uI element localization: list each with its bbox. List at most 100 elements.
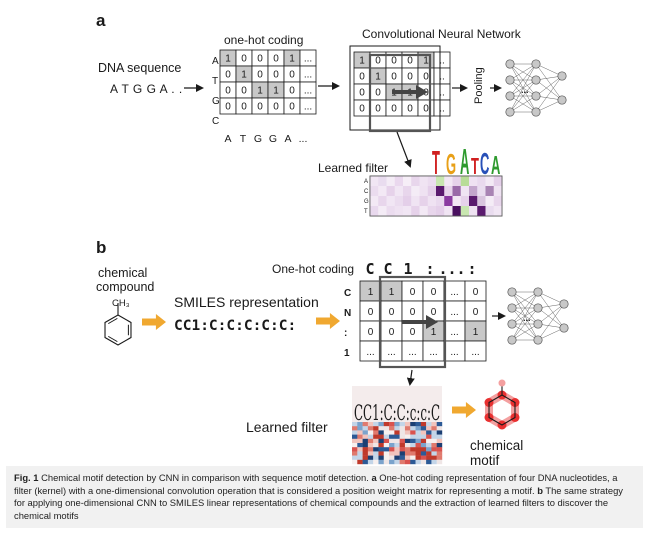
pwm-heatmap-cell <box>427 176 437 186</box>
pwm-heatmap-cell <box>469 206 478 216</box>
sequence-logo-letter: G <box>446 148 456 180</box>
motif-methyl-highlight <box>498 379 506 387</box>
panel-a-label: a <box>96 11 106 30</box>
pwm-heatmap-cell <box>485 176 494 186</box>
motif-ring <box>488 394 516 426</box>
onehot-b-cell-value: 0 <box>389 327 395 338</box>
pwm-heatmap-cell <box>452 206 461 216</box>
smiles-filter-heatmap-cell <box>404 426 411 431</box>
smiles-filter-heatmap-cell <box>378 451 384 456</box>
smiles-filter-heatmap-cell <box>352 422 358 427</box>
smiles-filter-heatmap-cell <box>426 434 432 439</box>
sequence-logo-letter: A <box>491 153 501 181</box>
smiles-filter-heatmap-cell <box>410 426 416 431</box>
smiles-filter-heatmap-cell <box>404 430 411 435</box>
smiles-filter-heatmap-cell <box>415 459 422 465</box>
smiles-filter-heatmap-cell <box>420 455 427 460</box>
onehot-b-cell-value: 0 <box>368 307 374 318</box>
cnn-grid-cell-value: 0 <box>391 56 397 67</box>
onehot-a-cell-value: 0 <box>257 102 263 113</box>
smiles-filter-heatmap-cell <box>415 451 422 456</box>
network-b-edge <box>537 291 565 305</box>
toluene-double-bond <box>108 335 118 343</box>
pwm-heatmap-cell <box>477 176 486 186</box>
smiles-filter-heatmap-cell <box>357 455 363 460</box>
pwm-heatmap-cell <box>436 196 445 206</box>
smiles-filter-heatmap-cell <box>399 430 406 435</box>
caption-fig-label: Fig. 1 <box>14 472 39 483</box>
network-b-edge <box>537 303 565 341</box>
smiles-filter-heatmap-cell <box>426 451 432 456</box>
smiles-filter-heatmap-cell <box>389 443 395 448</box>
cnn-grid-cell-value: 0 <box>375 104 381 115</box>
cnn-grid-cell-value: 0 <box>375 88 381 99</box>
onehot-a-cell-value: 0 <box>241 102 247 113</box>
arrow-to-learned-filter <box>396 131 412 168</box>
smiles-filter-heatmap-cell <box>373 451 379 456</box>
network-b-node <box>507 319 517 329</box>
smiles-filter-heatmap-cell <box>352 455 358 460</box>
smiles-filter-heatmap-cell <box>362 459 369 465</box>
onehot-a-cell-value: 0 <box>257 70 263 81</box>
pwm-heatmap-cell <box>452 196 461 206</box>
onehot-b-cell-value: ... <box>450 287 458 298</box>
pwm-heatmap-cell <box>411 186 420 196</box>
smiles-filter-heatmap-cell <box>378 426 384 431</box>
pwm-heatmap-cell <box>370 186 379 196</box>
network-b-edge <box>511 323 539 341</box>
network-a-edge <box>535 75 563 97</box>
pwm-heatmap-cell <box>493 186 503 196</box>
network-a-edge <box>535 63 563 77</box>
onehot-b-cell-value: 1 <box>473 327 479 338</box>
network-a-edge <box>509 95 537 113</box>
figure-caption: Fig. 1 Chemical motif detection by CNN i… <box>6 466 643 528</box>
onehot-a-cell-value: 0 <box>241 86 247 97</box>
cnn-grid-cell-value: 0 <box>359 88 365 99</box>
pooling-label: Pooling <box>473 67 485 104</box>
smiles-filter-heatmap-cell <box>367 451 374 456</box>
learned-filter-label-b: Learned filter <box>246 419 328 435</box>
onehot-b-cell-value: ... <box>429 347 437 358</box>
smiles-filter-heatmap-cell <box>436 459 443 465</box>
onehot-b-row-label: : <box>344 328 347 339</box>
pwm-heatmap-cell <box>411 206 420 216</box>
smiles-filter-heatmap-cell <box>383 443 390 448</box>
network-b-edge <box>511 291 539 325</box>
smiles-filter-heatmap-cell <box>436 434 443 439</box>
filter-window <box>368 53 432 133</box>
learned-filter-label-a: Learned filter <box>318 161 388 175</box>
network-b-node <box>507 303 517 313</box>
smiles-filter-heatmap-cell <box>352 443 358 448</box>
onehot-b-cell-value: ... <box>471 347 479 358</box>
smiles-filter-heatmap-cell <box>420 438 427 444</box>
smiles-filter-heatmap-cell <box>362 422 369 427</box>
smiles-filter-heatmap-cell <box>436 430 443 435</box>
arrow-smiles-to-onehot <box>316 313 340 329</box>
smiles-filter-heatmap-cell <box>352 451 358 456</box>
smiles-header-char: : <box>467 260 476 278</box>
convolution-slide-arrow-b <box>402 315 438 329</box>
pwm-heatmap-cell <box>378 176 387 186</box>
sequence-logo-letter: T <box>432 145 440 182</box>
smiles-filter-heatmap-cell <box>399 438 406 444</box>
onehot-col-label: G <box>269 133 277 145</box>
smiles-filter-heatmap-cell <box>399 451 406 456</box>
smiles-filter-heatmap-cell <box>399 447 406 452</box>
onehot-a-cell-value: 0 <box>225 102 231 113</box>
pwm-heatmap-cell <box>460 176 470 186</box>
smiles-filter-heatmap-cell <box>362 434 369 439</box>
smiles-filter-heatmap-cell <box>389 455 395 460</box>
caption-panel-a: a <box>371 472 377 483</box>
onehot-a-cell-value: ... <box>304 54 312 65</box>
sequence-logo-letter: C <box>480 148 489 182</box>
pwm-heatmap-cell <box>493 206 503 216</box>
onehot-b-cell-value: 1 <box>368 287 374 298</box>
smiles-logo-background <box>352 386 442 422</box>
network-b-node <box>559 299 569 309</box>
onehot-b-cell-value: 1 <box>389 287 395 298</box>
pwm-heatmap-cell <box>460 206 470 216</box>
sequence-logo-letter: A <box>460 142 469 182</box>
network-a-edge <box>509 63 537 97</box>
smiles-filter-heatmap-cell <box>399 422 406 427</box>
smiles-filter-heatmap-cell <box>426 422 432 427</box>
